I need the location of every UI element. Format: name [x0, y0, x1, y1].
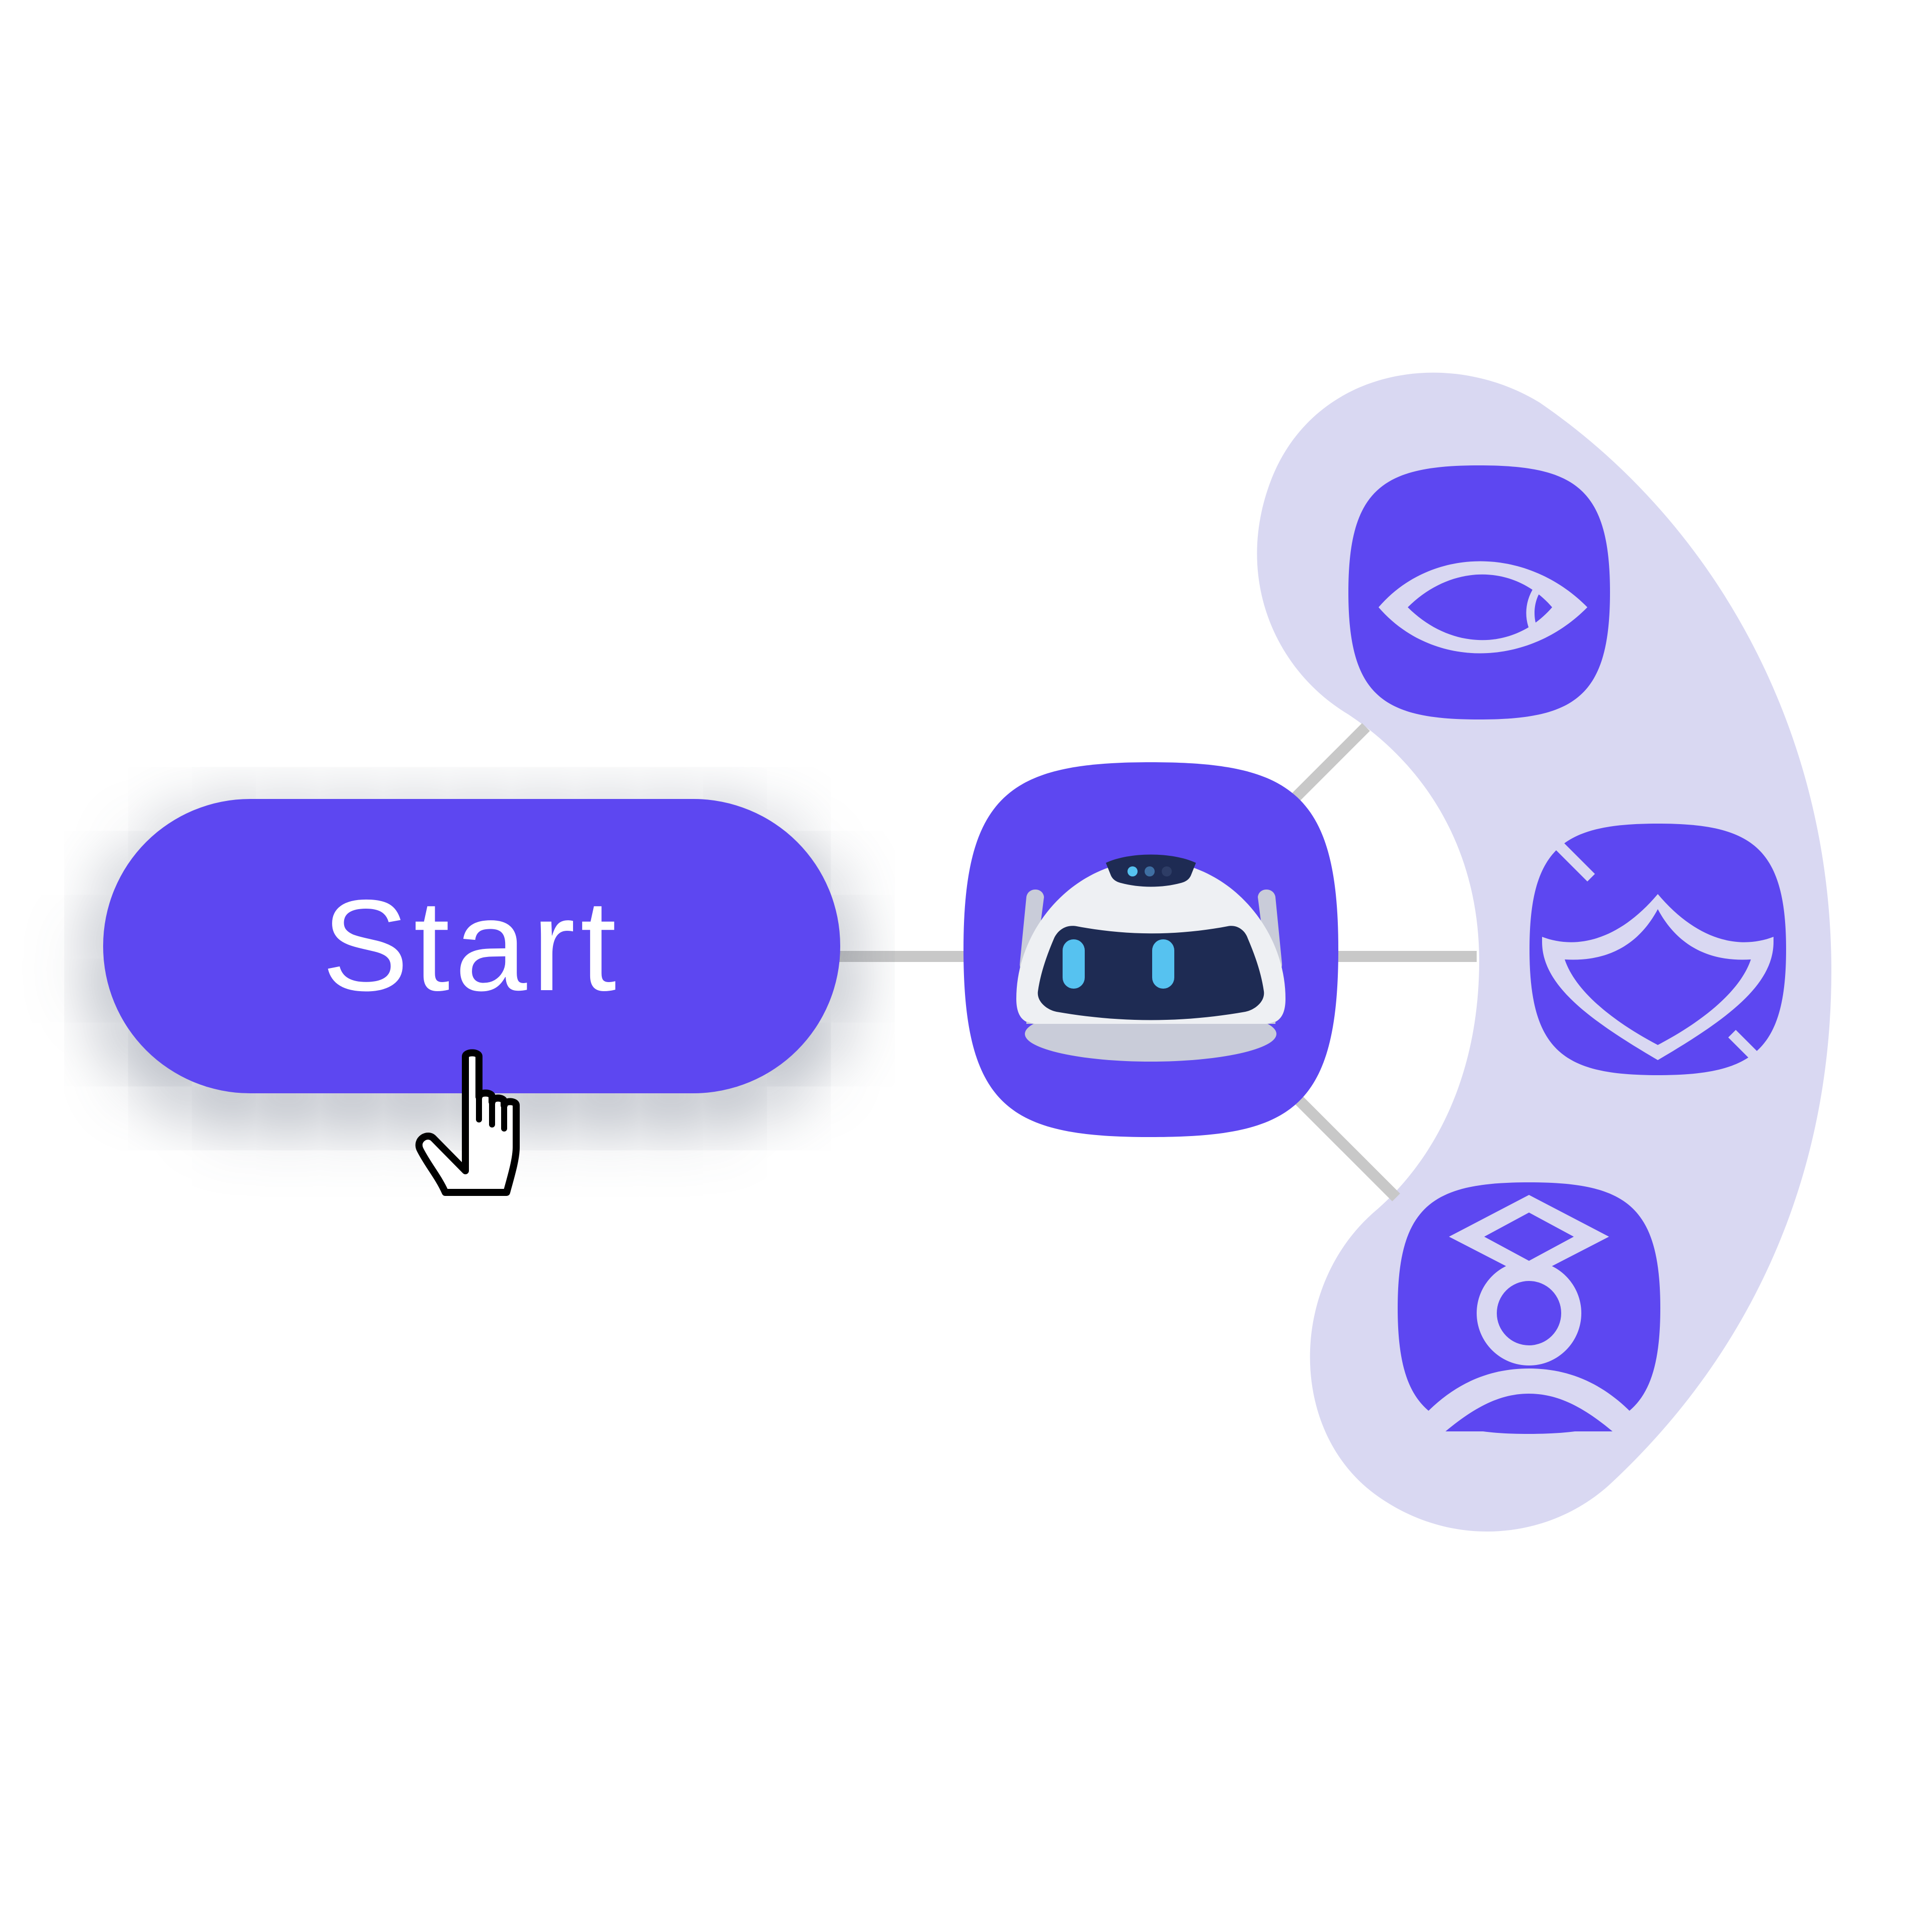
- eye-icon: [1348, 465, 1610, 719]
- shield-tool-tile[interactable]: [1530, 824, 1786, 1075]
- hand-pointer-icon: [408, 1049, 543, 1200]
- robot-icon: [963, 762, 1338, 1137]
- eye-tool-tile[interactable]: [1348, 465, 1610, 719]
- agent-tile[interactable]: [963, 762, 1338, 1137]
- connector-agent-to-graduate: [1292, 1093, 1400, 1201]
- start-button-label: Start: [322, 872, 621, 1018]
- graduate-user-icon: [1398, 1182, 1660, 1434]
- connector-agent-to-eye: [1292, 723, 1370, 801]
- start-button[interactable]: Start: [103, 799, 840, 1093]
- graduate-tool-tile[interactable]: [1398, 1182, 1660, 1434]
- connectors: [835, 723, 1477, 1201]
- shield-heart-icon: [1530, 824, 1786, 1075]
